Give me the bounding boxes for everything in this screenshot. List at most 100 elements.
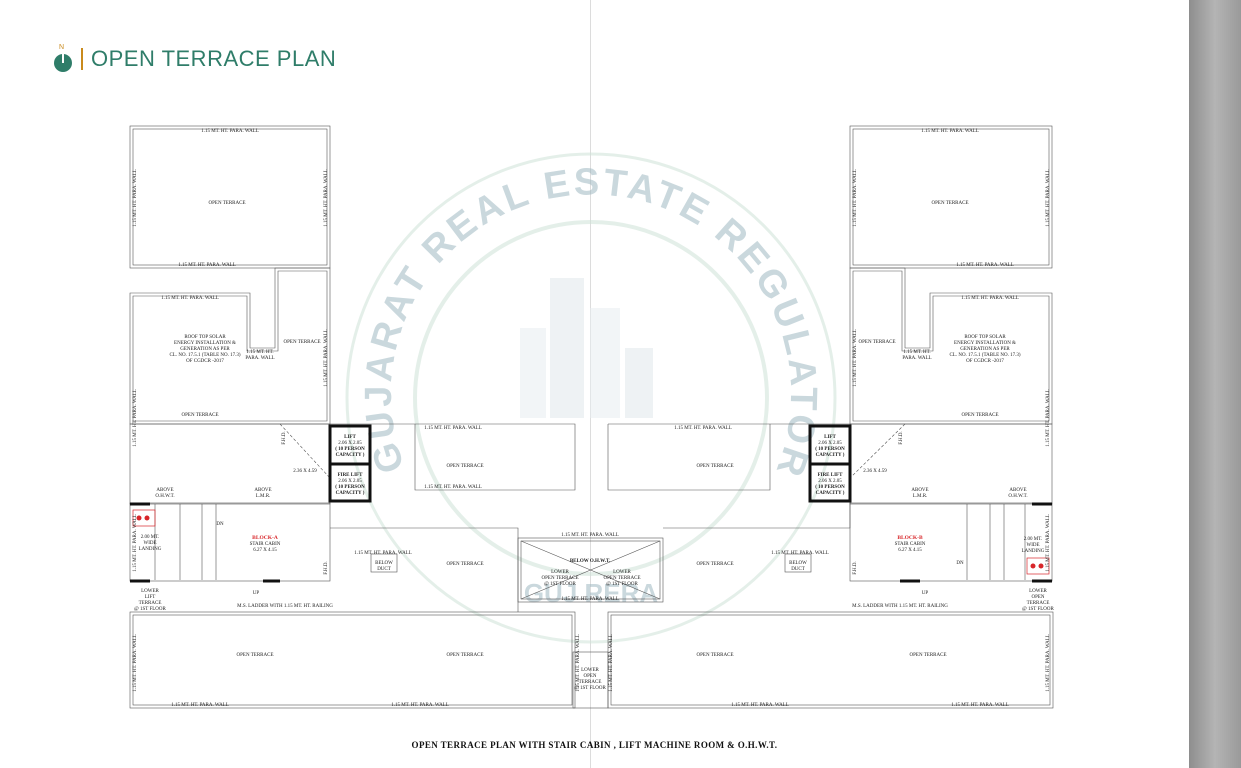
solar-note-a: ROOF TOP SOLAR ENERGY INSTALLATION & GEN… <box>169 335 240 364</box>
vlabel-para-b4: 1.15 MT. HT. PARA. WALL <box>853 329 858 387</box>
label-open-terrace-a2: OPEN TERRACE <box>284 340 321 345</box>
para-wall-b2: 1.15 MT. HT. PARA. WALL <box>956 263 1014 268</box>
firelift-b-cap1: ( 10 PERSON <box>815 485 845 490</box>
vlabel-para-b3: 1.15 MT. HT. PARA. WALL <box>1046 389 1051 447</box>
lift-a-cap2: CAPACITY ) <box>336 453 365 458</box>
label-open-terrace-d4: OPEN TERRACE <box>910 653 947 658</box>
para-wall-small-a2: PARA. WALL <box>245 356 274 361</box>
lift-b-cap1: ( 10 PERSON <box>815 447 845 452</box>
up-a: UP <box>253 591 260 596</box>
vlabel-para-b1: 1.15 MT. HT. PARA. WALL <box>853 169 858 227</box>
lower-terrace-cr3: @ 1ST FLOOR <box>606 582 638 587</box>
terrace-floor-plan: GUJARAT REAL ESTATE REGULATORY AUTHORITY… <box>120 118 1055 709</box>
landing-a3: LANDING <box>139 547 162 552</box>
label-open-terrace-a1: OPEN TERRACE <box>209 201 246 206</box>
solar-a-line3: GENERATION AS PER <box>180 347 230 352</box>
vlabel-para-a4: 1.15 MT. HT. PARA. WALL <box>324 329 329 387</box>
block-a-dim: 6.27 X 4.15 <box>253 548 277 553</box>
dn-b: DN <box>956 561 964 566</box>
lower-center-1: LOWER <box>581 668 599 673</box>
para-wall-c1: 1.15 MT. HT. PARA. WALL <box>424 426 482 431</box>
solar-b-line5: OF CGDCR -2017 <box>966 359 1004 364</box>
lower-lift-a4: @ 1ST FLOOR <box>134 607 166 612</box>
lift-a-cap1: ( 10 PERSON <box>335 447 365 452</box>
label-open-terrace-d3: OPEN TERRACE <box>697 653 734 658</box>
lift-b-name: LIFT <box>824 435 836 440</box>
lift-a-dim: 2.06 X 2.05 <box>338 441 362 446</box>
compass-disc <box>54 54 72 72</box>
sheet-page: N OPEN TERRACE PLAN GUJARAT REAL ESTATE … <box>53 0 1055 768</box>
viewer-gutter <box>1189 0 1241 768</box>
vlabel-para-a1: 1.15 MT. HT. PARA. WALL <box>133 169 138 227</box>
above-lmr-a2: L.M.R. <box>256 494 271 499</box>
firelift-b-name: FIRE LIFT <box>818 473 844 478</box>
lower-center-4: @ 1ST FLOOR <box>574 686 606 691</box>
lower-lift-a1: LOWER <box>141 589 159 594</box>
para-wall-small-b2: PARA. WALL <box>902 356 931 361</box>
header-divider <box>81 48 83 70</box>
sheet-header: N OPEN TERRACE PLAN <box>53 44 336 74</box>
firelift-a-name: FIRE LIFT <box>338 473 364 478</box>
drawing-caption: OPEN TERRACE PLAN WITH STAIR CABIN , LIF… <box>411 740 778 750</box>
solar-b-line3: GENERATION AS PER <box>960 347 1010 352</box>
dn-a: DN <box>216 522 224 527</box>
lower-center-3: TERRACE <box>579 680 602 685</box>
lower-terrace-cl2: OPEN TERRACE <box>542 576 579 581</box>
label-open-terrace-a3: OPEN TERRACE <box>182 413 219 418</box>
fire-hydrant-marks <box>132 509 1050 575</box>
label-open-terrace-c1: OPEN TERRACE <box>447 464 484 469</box>
below-duct-a2: DUCT <box>377 567 391 572</box>
lower-open-b1: LOWER <box>1029 589 1047 594</box>
below-duct-a1: BELOW <box>375 561 393 566</box>
ladder-b: M.S. LADDER WITH 1.15 MT. HT. RAILING <box>852 604 948 609</box>
below-ohwt: BELOW O.H.W.T. <box>570 559 611 564</box>
lift-shaft-walls <box>130 424 1052 583</box>
para-wall-bottom-b: 1.15 MT. HT. PARA. WALL <box>951 703 1009 708</box>
above-lmr-b2: L.M.R. <box>913 494 928 499</box>
plan-labels: OPEN TERRACE OPEN TERRACE OPEN TERRACE O… <box>161 129 1019 708</box>
above-ohwt-b2: O.H.W.T. <box>1008 494 1027 499</box>
para-wall-bottom-a: 1.15 MT. HT. PARA. WALL <box>171 703 229 708</box>
para-wall-top-b: 1.15 MT. HT. PARA. WALL <box>921 129 979 134</box>
label-open-terrace-c2: OPEN TERRACE <box>697 464 734 469</box>
above-lmr-b1: ABOVE <box>911 488 928 493</box>
label-open-terrace-b3: OPEN TERRACE <box>962 413 999 418</box>
block-b-dim: 6.27 X 4.15 <box>898 548 922 553</box>
north-label: N <box>59 44 65 51</box>
lower-center-2: OPEN <box>583 674 596 679</box>
para-wall-a3: 1.15 MT. HT. PARA. WALL <box>161 296 219 301</box>
solar-a-line5: OF CGDCR -2017 <box>186 359 224 364</box>
lift-labels: LIFT 2.06 X 2.05 ( 10 PERSON CAPACITY ) … <box>335 435 845 496</box>
vlabel-para-c1: 1.15 MT. HT. PARA. WALL <box>576 634 581 692</box>
firelift-b-cap2: CAPACITY ) <box>816 491 845 496</box>
label-open-terrace-b2: OPEN TERRACE <box>859 340 896 345</box>
solar-a-line4: CL. NO. 17.5.1 (TABLE NO. 17.3) <box>169 353 240 358</box>
above-ohwt-a1: ABOVE <box>156 488 173 493</box>
lift-b-cap2: CAPACITY ) <box>816 453 845 458</box>
page-title: OPEN TERRACE PLAN <box>91 46 337 71</box>
landing-a1: 2.00 MT. <box>141 535 159 540</box>
below-duct-b1: BELOW <box>789 561 807 566</box>
lower-open-b3: TERRACE <box>1027 601 1050 606</box>
firelift-b-dim: 2.06 X 2.05 <box>818 479 842 484</box>
lower-open-b4: @ 1ST FLOOR <box>1022 607 1054 612</box>
vlabel-para-a3: 1.15 MT. HT. PARA. WALL <box>133 389 138 447</box>
lower-terrace-cr2: OPEN TERRACE <box>604 576 641 581</box>
solar-a-line2: ENERGY INSTALLATION & <box>174 341 236 346</box>
block-b-sub: STAIR CABIN <box>895 542 926 547</box>
lower-terrace-cl3: @ 1ST FLOOR <box>544 582 576 587</box>
solar-note-b: ROOF TOP SOLAR ENERGY INSTALLATION & GEN… <box>949 335 1020 364</box>
solar-a-line1: ROOF TOP SOLAR <box>184 335 226 340</box>
label-open-terrace-c4: OPEN TERRACE <box>697 562 734 567</box>
landing-b2: WIDE <box>1026 543 1039 548</box>
para-wall-top-a: 1.15 MT. HT. PARA. WALL <box>201 129 259 134</box>
vlabel-para-b5: 1.15 MT. HT. PARA. WALL <box>1046 514 1051 572</box>
para-wall-bottom-c: 1.15 MT. HT. PARA. WALL <box>391 703 449 708</box>
lift-b-dim: 2.06 X 2.05 <box>818 441 842 446</box>
watermark-bottom-text: GUJ RERA <box>524 578 659 608</box>
fhd-b1: F.H.D. <box>899 431 904 444</box>
fhd-a1: F.H.D. <box>282 431 287 444</box>
solar-b-line2: ENERGY INSTALLATION & <box>954 341 1016 346</box>
firelift-a-cap1: ( 10 PERSON <box>335 485 365 490</box>
fhd-b2: F.H.D. <box>853 561 858 574</box>
